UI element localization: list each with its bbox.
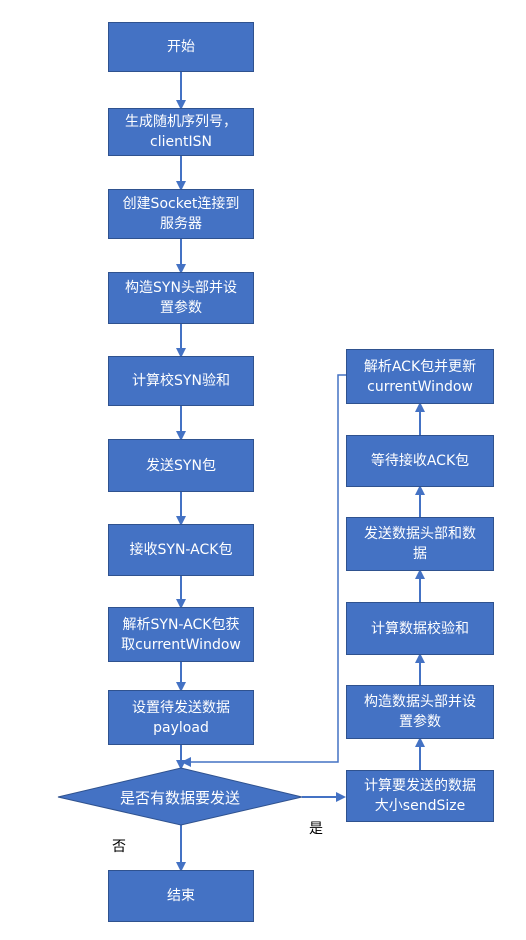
step-calc-size-line1: 计算要发送的数据 (364, 778, 476, 794)
step-send-syn: 发送SYN包 (108, 439, 254, 492)
step-gen-isn-line1: 生成随机序列号， (125, 114, 237, 130)
step-set-payload-line1: 设置待发送数据 (132, 699, 230, 716)
step-end-line1: 结束 (167, 888, 195, 904)
step-end: 结束 (108, 870, 254, 922)
decision-diamond (57, 767, 303, 826)
step-create-socket-line2: 服务器 (160, 216, 202, 232)
step-recv-synack: 接收SYN-ACK包 (108, 524, 254, 576)
step-create-socket-line1: 创建Socket连接到 (122, 196, 240, 212)
step-send-data: 发送数据头部和数 据 (346, 517, 494, 571)
step-gen-isn: 生成随机序列号， clientISN (108, 108, 254, 156)
step-parse-synack: 解析SYN-ACK包获 取currentWindow (108, 607, 254, 662)
step-calc-size: 计算要发送的数据 大小sendSize (346, 770, 494, 822)
decision-yes-label: 是 (309, 821, 323, 837)
step-parse-ack-line1: 解析ACK包并更新 (363, 358, 477, 375)
step-set-payload-line2: payload (153, 719, 209, 736)
step-calc-size-line2: 大小sendSize (374, 798, 466, 814)
step-parse-ack: 解析ACK包并更新 currentWindow (346, 349, 494, 404)
step-build-header-line2: 置参数 (399, 714, 441, 730)
step-build-syn-line1: 构造SYN头部并设 (125, 280, 237, 296)
decision-text: 是否有数据要发送 (119, 788, 240, 807)
step-send-data-line2: 据 (413, 546, 427, 562)
arrow-loop-back-to-decision (181, 374, 346, 767)
step-syn-checksum: 计算校SYN验和 (108, 356, 254, 406)
step-build-syn-line2: 置参数 (160, 300, 202, 316)
step-data-checksum-line1: 计算数据校验和 (371, 620, 469, 637)
step-build-syn: 构造SYN头部并设 置参数 (108, 272, 254, 324)
step-data-checksum: 计算数据校验和 (346, 602, 494, 655)
step-parse-synack-line2: 取currentWindow (121, 636, 241, 653)
step-create-socket: 创建Socket连接到 服务器 (108, 189, 254, 239)
step-parse-ack-line2: currentWindow (367, 378, 473, 395)
step-send-syn-line1: 发送SYN包 (146, 457, 216, 474)
decision-no-label: 否 (112, 839, 126, 855)
step-build-header: 构造数据头部并设 置参数 (346, 685, 494, 739)
step-start: 开始 (108, 22, 254, 72)
step-build-header-line1: 构造数据头部并设 (364, 694, 476, 710)
step-wait-ack-line1: 等待接收ACK包 (370, 453, 470, 469)
step-set-payload: 设置待发送数据 payload (108, 690, 254, 745)
step-syn-checksum-line1: 计算校SYN验和 (132, 373, 230, 389)
step-send-data-line1: 发送数据头部和数 (364, 526, 476, 542)
step-gen-isn-line2: clientISN (150, 134, 212, 150)
step-wait-ack: 等待接收ACK包 (346, 435, 494, 487)
step-parse-synack-line1: 解析SYN-ACK包获 (122, 616, 240, 633)
step-recv-synack-line1: 接收SYN-ACK包 (129, 542, 233, 558)
step-start-line1: 开始 (167, 39, 195, 55)
